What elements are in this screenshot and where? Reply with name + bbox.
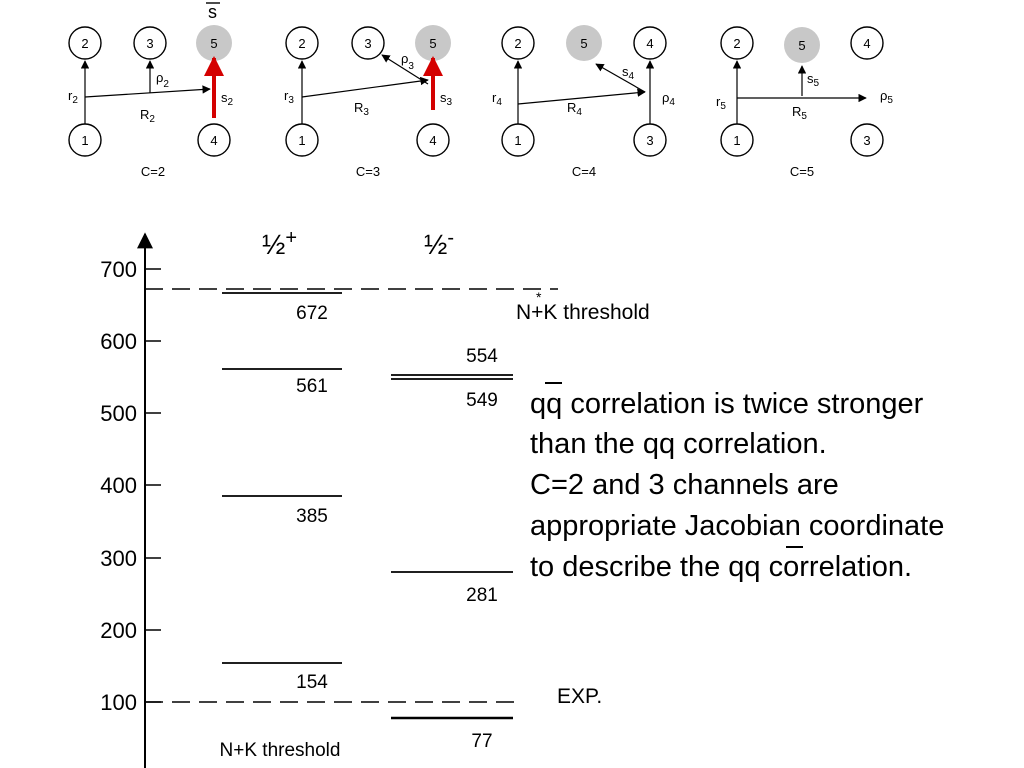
node-4-label: 4 [646,36,653,51]
node-2-label: 2 [733,36,740,51]
R-label: R5 [792,104,807,122]
nk-star-threshold-label: N+K threshold [516,301,650,324]
R-vector [84,85,211,98]
column-header-plus: ½+ [262,227,297,260]
node-5-label: 5 [580,36,587,51]
node-5-label: 5 [210,36,217,51]
R-vector [301,76,429,98]
node-2 [501,26,535,60]
node-1-label: 1 [514,133,521,148]
exp-label: EXP. [557,685,602,708]
level-value: 549 [466,390,498,411]
node-3-label: 3 [146,36,153,51]
jacobi-diagram-c3: 2 3 5 1 4 r3 R3 ρ3 s3 C=3 [284,25,453,179]
level-value: 561 [296,376,328,397]
R-label: R4 [567,100,582,118]
level-value: 554 [466,346,498,367]
node-2 [68,26,102,60]
level-value: 77 [471,731,492,752]
rho-label: ρ3 [401,51,414,72]
s-bar-label: s [208,2,217,22]
level-value: 281 [466,585,498,606]
text-line-3: C=2 and 3 channels are [530,469,839,501]
level-value: 154 [296,672,328,693]
node-4-label: 4 [863,36,870,51]
caption-c2: C=2 [141,164,165,179]
node-3-label: 3 [646,133,653,148]
R-label: R2 [140,107,155,125]
node-3 [850,123,884,157]
column-header-minus: ½- [424,227,454,260]
y-tick-label: 500 [100,401,137,426]
y-tick-label: 100 [100,690,137,715]
node-2-label: 2 [298,36,305,51]
jacobi-diagram-c2: 2 3 5 1 4 r2 R2 ρ2 s2 s C=2 [68,2,234,179]
text-line-2: than the qq correlation. [530,428,827,460]
node-5 [784,27,820,63]
node-3-label: 3 [364,36,371,51]
node-2-label: 2 [81,36,88,51]
node-1-label: 1 [733,133,740,148]
node-4-label: 4 [429,133,436,148]
R-label: R3 [354,100,369,118]
node-2 [720,26,754,60]
jacobi-diagram-c5: 2 5 4 1 3 r5 R5 ρ5 s5 C=5 [716,26,893,179]
node-5 [415,25,451,61]
node-3-label: 3 [863,133,870,148]
r-label: r2 [68,88,78,106]
node-1-label: 1 [298,133,305,148]
node-4 [633,26,667,60]
s-label: s2 [221,90,234,108]
energy-level-diagram: 700 600 500 400 300 200 100 ½+ ½- N+K th… [100,227,650,768]
caption-c3: C=3 [356,164,380,179]
text-line-5: to describe the qq correlation. [530,551,912,583]
s-vector [595,63,646,93]
node-1-label: 1 [81,133,88,148]
node-5-label: 5 [798,38,805,53]
node-3 [351,26,385,60]
y-tick-label: 300 [100,546,137,571]
s-label: s4 [622,64,635,82]
node-2-label: 2 [514,36,521,51]
node-5-label: 5 [429,36,436,51]
jacobi-diagram-c4: 2 5 4 1 3 r4 R4 ρ4 s4 C=4 [492,25,675,179]
R-vector [517,88,646,105]
r-label: r4 [492,90,502,108]
rho-label: ρ5 [880,88,893,106]
explanation-text: qq correlation is twice stronger than th… [530,382,944,583]
node-4 [197,123,231,157]
threshold-star: * [536,289,542,305]
level-value: 385 [296,506,328,527]
y-tick-label: 700 [100,257,137,282]
caption-c4: C=4 [572,164,596,179]
nk-threshold-label: N+K threshold [220,740,341,761]
r-label: r3 [284,88,294,106]
rho-label: ρ4 [662,90,675,108]
rho-label: ρ2 [156,70,169,90]
y-tick-label: 400 [100,473,137,498]
s-label: s5 [807,71,820,89]
node-4 [416,123,450,157]
y-tick-label: 200 [100,618,137,643]
caption-c5: C=5 [790,164,814,179]
r-label: r5 [716,94,726,112]
y-tick-label: 600 [100,329,137,354]
node-5 [566,25,602,61]
text-line-1: qq correlation is twice stronger [530,388,924,420]
node-4-label: 4 [210,133,217,148]
node-3 [133,26,167,60]
node-5 [196,25,232,61]
level-value: 672 [296,303,328,324]
node-4 [850,26,884,60]
s-label: s3 [440,90,453,108]
node-2 [285,26,319,60]
text-line-4: appropriate Jacobian coordinate [530,510,944,542]
y-ticks: 700 600 500 400 300 200 100 [100,257,161,715]
rho-vector [381,54,429,85]
